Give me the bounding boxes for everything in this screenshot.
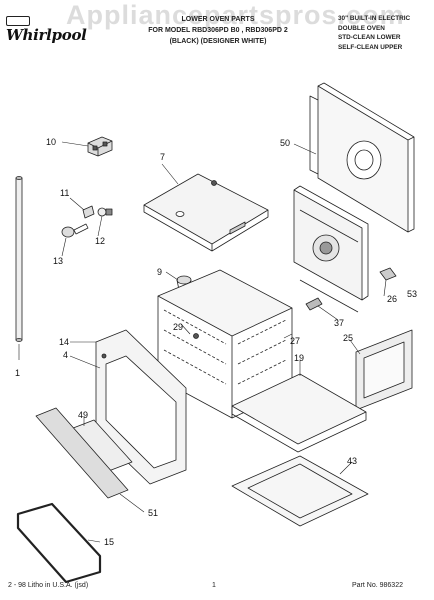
part-10-bracket — [87, 136, 113, 157]
callout-29: 29 — [173, 322, 184, 332]
callout-1: 1 — [15, 368, 21, 378]
callout-27: 27 — [290, 336, 301, 346]
callout-14: 14 — [59, 337, 70, 347]
part-11-clip — [82, 205, 95, 219]
description-line: DOUBLE OVEN — [338, 24, 385, 32]
callout-49: 49 — [78, 410, 89, 420]
model-description: 30" BUILT-IN ELECTRIC DOUBLE OVEN STD-CL… — [338, 14, 430, 52]
description-line: 30" BUILT-IN ELECTRIC — [338, 15, 411, 22]
part-43-bottom-pan — [231, 455, 369, 527]
watermark: Appliancepartspros.com — [66, 0, 405, 30]
part-7-top-panel — [143, 173, 269, 252]
callout-7: 7 — [160, 152, 166, 162]
footer-part-number: Part No. 986322 — [352, 582, 403, 589]
description-line: STD-CLEAN LOWER — [338, 34, 401, 41]
brand-name: Whirlpool — [6, 26, 87, 44]
part-19-bottom-tray — [231, 373, 367, 453]
footer-litho: 2 - 98 Litho in U.S.A. (jsd) — [8, 582, 89, 589]
title-line: (BLACK) (DESIGNER WHITE) — [169, 38, 267, 45]
callout-51: 51 — [148, 508, 159, 518]
callout-37: 37 — [334, 318, 345, 328]
part-26-bracket — [379, 267, 397, 281]
title-line: LOWER OVEN PARTS — [181, 16, 255, 23]
callout-9: 9 — [157, 267, 163, 277]
callout-43: 43 — [347, 456, 358, 466]
callout-53: 53 — [407, 289, 418, 299]
callout-25: 25 — [343, 333, 354, 343]
footer-page-number: 1 — [212, 582, 216, 589]
part-50-rear-panel — [309, 82, 415, 233]
oven-side-frame — [293, 185, 369, 313]
brand-logo: Whirlpool — [6, 16, 87, 46]
part-13-knob — [61, 223, 89, 238]
callout-11: 11 — [60, 188, 70, 198]
callout-12: 12 — [95, 236, 106, 246]
callout-50: 50 — [280, 138, 291, 148]
callout-10: 10 — [46, 137, 57, 147]
callout-13: 13 — [53, 256, 64, 266]
callout-19: 19 — [294, 353, 305, 363]
logo-emblem — [6, 16, 30, 26]
part-37-clip — [305, 297, 323, 311]
callout-4: 4 — [63, 350, 69, 360]
diagram-title: LOWER OVEN PARTS FOR MODEL RBD306PD B0 ,… — [118, 14, 318, 47]
part-1-rod — [15, 176, 23, 342]
description-line: SELF-CLEAN UPPER — [338, 43, 403, 51]
title-line: FOR MODEL RBD306PD B0 , RBD306PD 2 — [148, 27, 288, 34]
part-51-strip — [35, 407, 129, 499]
part-25-panel — [355, 329, 413, 411]
front-frame — [95, 329, 187, 485]
callout-26: 26 — [387, 294, 398, 304]
part-12-sensor — [97, 207, 113, 217]
callout-15: 15 — [104, 537, 115, 547]
leader-lines — [18, 141, 387, 543]
part-15-gasket — [16, 502, 102, 584]
